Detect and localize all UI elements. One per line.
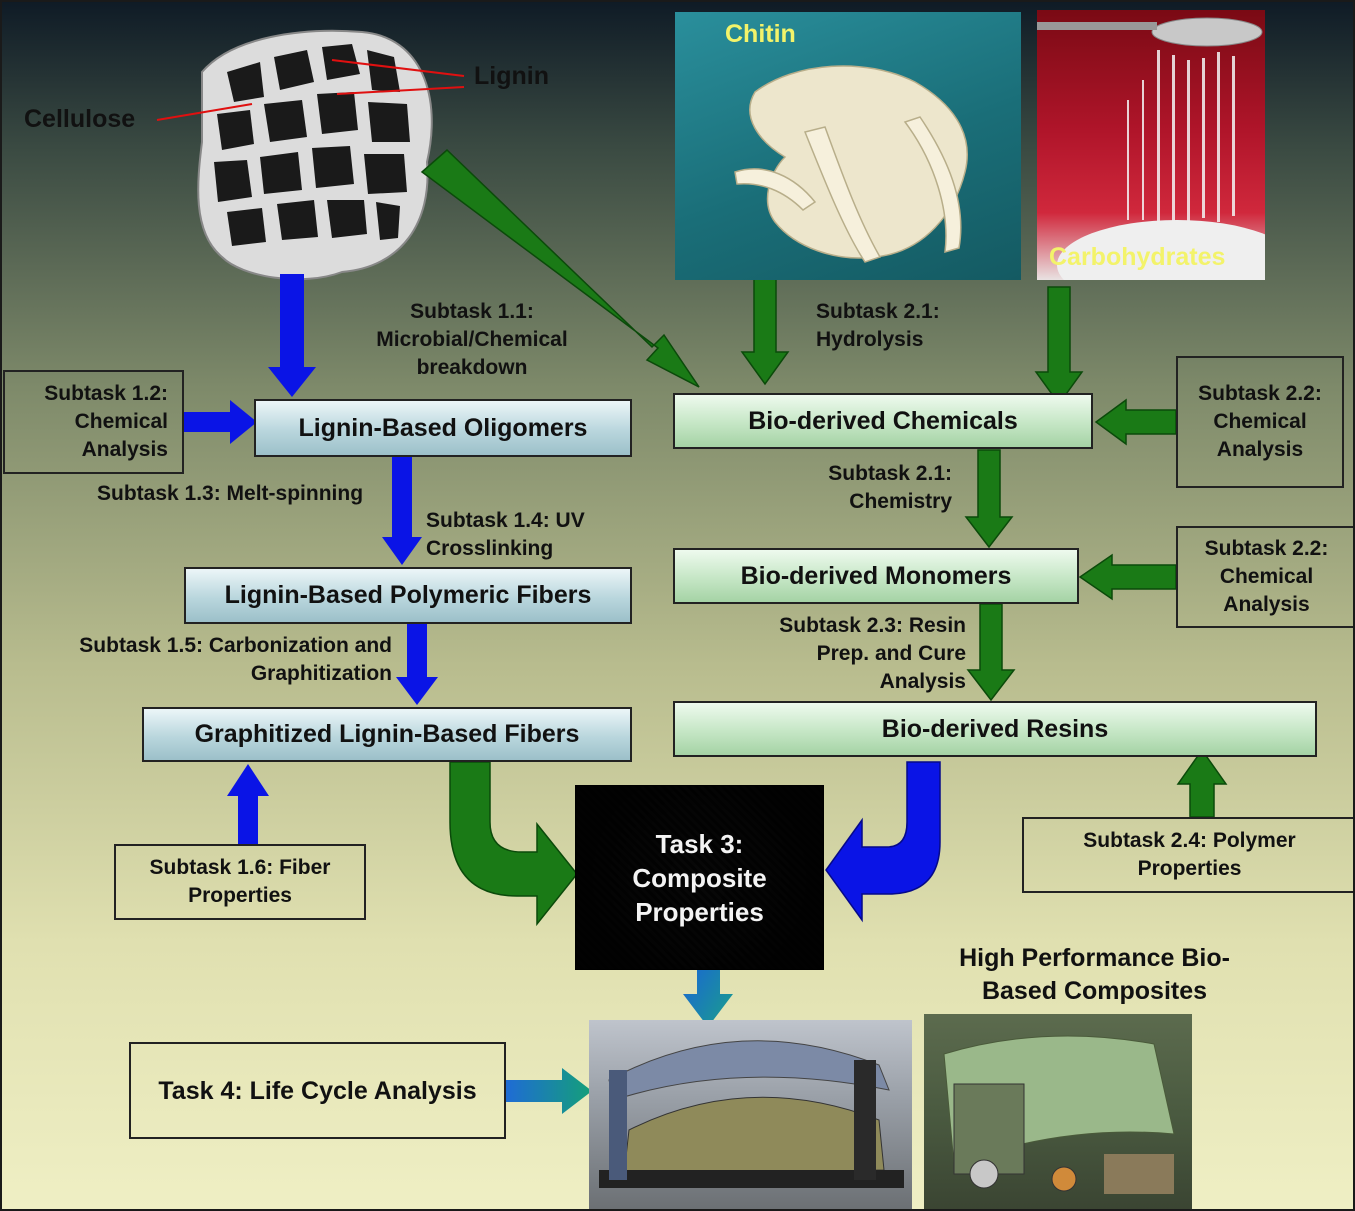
arrow-fibers-to-graphitized [396,624,438,705]
sugar-shape [1037,17,1265,280]
node-bio-chemicals-label: Bio-derived Chemicals [748,406,1018,435]
node-lignin-polymeric-fibers: Lignin-Based Polymeric Fibers [184,567,632,624]
node-lignin-oligomers-label: Lignin-Based Oligomers [298,413,588,442]
subtask-2-2-a-label: Subtask 2.2: Chemical Analysis [1198,382,1322,461]
node-graphitized-fibers: Graphitized Lignin-Based Fibers [142,707,632,762]
high-performance-label: High Performance Bio-Based Composites [959,944,1230,1005]
arrow-carbs-to-chemicals [1034,286,1084,406]
subtask-2-1-hydrolysis-label: Subtask 2.1: Hydrolysis [816,300,940,351]
arrow-cell-to-chemicals [420,148,700,388]
subtask-1-2-box: Subtask 1.2: Chemical Analysis [3,370,184,474]
arrow-s16-to-graphitized [227,764,269,844]
subtask-2-4-box: Subtask 2.4: Polymer Properties [1022,817,1353,893]
subtask-1-2-label: Subtask 1.2: Chemical Analysis [44,382,168,461]
arrow-task4-to-photo [505,1068,592,1114]
subtask-1-4-label: Subtask 1.4: UV Crosslinking [426,509,585,560]
composite-body-shape [599,1040,904,1188]
arrow-oligomers-to-fibers [382,457,422,565]
subtask-2-1-chemistry-label: Subtask 2.1: Chemistry [828,462,952,513]
arrow-chemicals-to-monomers [964,449,1014,549]
cellulose-label: Cellulose [24,105,136,133]
composite-body-photo [589,1020,912,1209]
carbohydrates-label: Carbohydrates [1049,243,1226,271]
subtask-1-1-label: Subtask 1.1: Microbial/Chemical breakdow… [376,300,568,379]
subtask-1-5-label: Subtask 1.5: Carbonization and Graphitiz… [79,634,392,685]
subtask-2-2-b-label: Subtask 2.2: Chemical Analysis [1204,537,1329,616]
subtask-1-6-box: Subtask 1.6: Fiber Properties [114,844,366,920]
task-3-label: Task 3: Composite Properties [632,828,767,927]
node-bio-chemicals: Bio-derived Chemicals [673,393,1093,449]
subtask-1-3-label: Subtask 1.3: Melt-spinning [97,482,364,505]
arrow-s22b-to-monomers [1078,553,1177,601]
arrow-s24-to-resins [1176,748,1228,818]
node-bio-monomers-label: Bio-derived Monomers [740,561,1012,590]
node-bio-monomers: Bio-derived Monomers [673,548,1079,604]
node-bio-resins-label: Bio-derived Resins [881,714,1109,743]
chitin-shape [734,65,968,263]
arrow-cell-to-oligomers [268,274,316,397]
chitin-photo: Chitin [675,12,1021,280]
lignin-cell-image [156,29,465,281]
subtask-1-6-label: Subtask 1.6: Fiber Properties [149,856,331,907]
carbohydrates-photo: Carbohydrates [1037,10,1265,280]
arrow-chitin-to-chemicals [740,273,790,386]
arrow-graphitized-to-task3 [449,761,578,927]
subtask-2-3-label: Subtask 2.3: Resin Prep. and Cure Analys… [779,614,966,693]
arrow-monomers-to-resins [966,603,1016,702]
subtask-2-2-box-b: Subtask 2.2: Chemical Analysis [1176,526,1353,628]
arrow-task3-to-photo [683,944,733,1027]
truck-hood-photo [924,1014,1192,1209]
node-bio-resins: Bio-derived Resins [673,701,1317,757]
lignin-label: Lignin [474,62,549,90]
arrow-s12-to-oligomers [184,400,257,444]
chitin-label: Chitin [725,20,796,48]
subtask-2-2-box-a: Subtask 2.2: Chemical Analysis [1176,356,1344,488]
subtask-2-4-label: Subtask 2.4: Polymer Properties [1083,829,1296,880]
task-4-box: Task 4: Life Cycle Analysis [129,1042,506,1139]
truck-hood-shape [943,1035,1175,1194]
task-4-label: Task 4: Life Cycle Analysis [158,1076,477,1105]
node-lignin-oligomers: Lignin-Based Oligomers [254,399,632,457]
node-lignin-polymeric-fibers-label: Lignin-Based Polymeric Fibers [224,581,592,609]
arrow-resins-to-task3 [825,761,941,923]
task-3-box: Task 3: Composite Properties [575,785,824,970]
node-graphitized-fibers-label: Graphitized Lignin-Based Fibers [194,720,580,748]
arrow-s22a-to-chemicals [1094,398,1177,446]
